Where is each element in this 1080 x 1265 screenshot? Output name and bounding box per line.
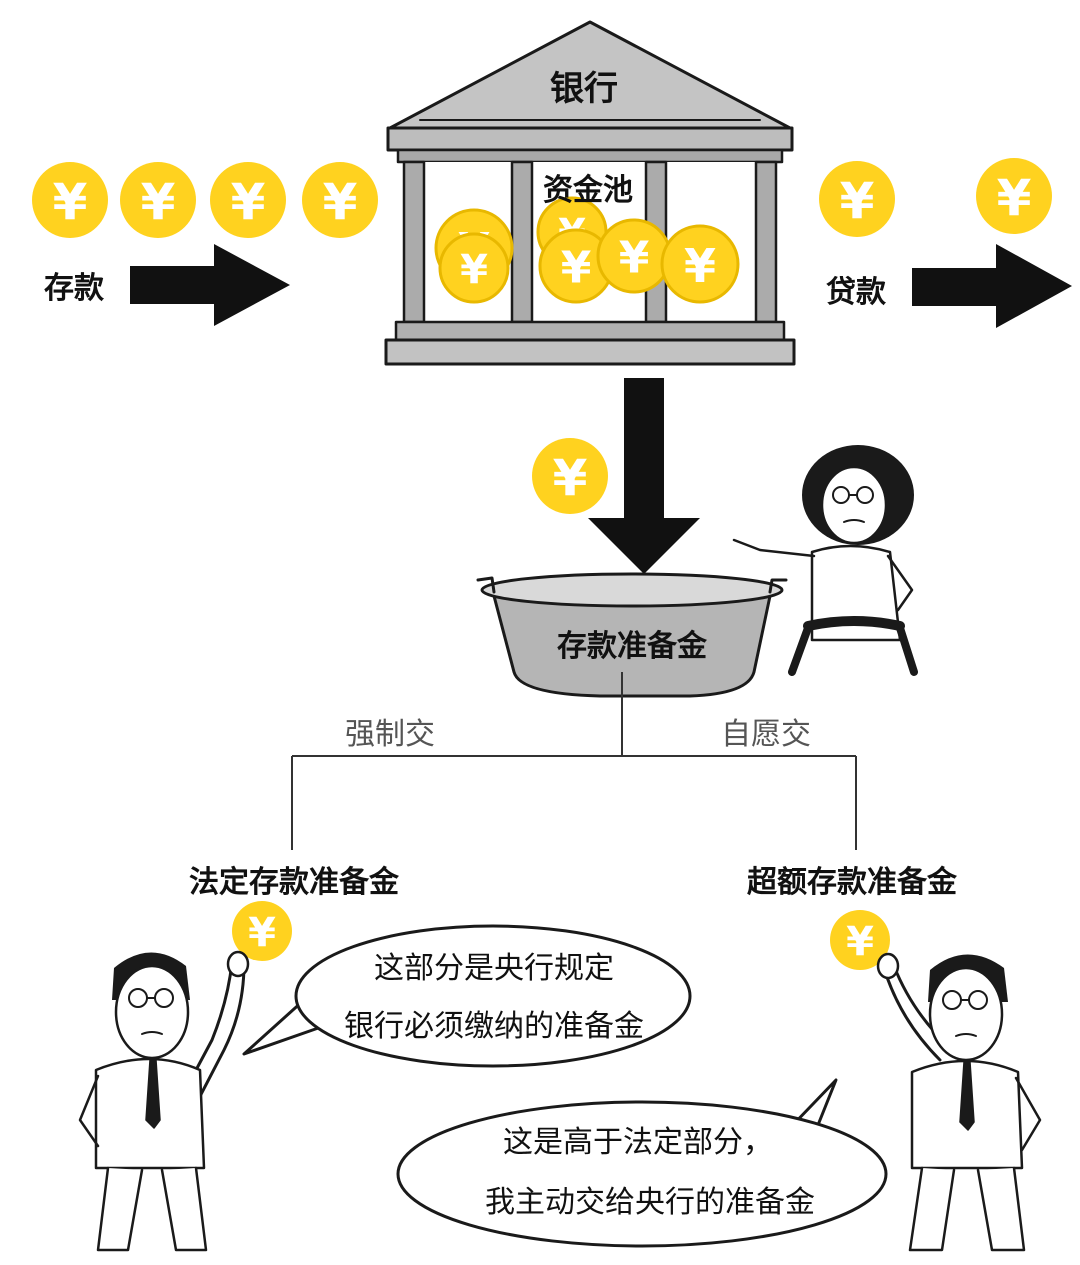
coin-icon: ¥ [532, 438, 608, 514]
excess-bubble-line2: 我主动交给央行的准备金 [485, 1185, 815, 1220]
pool-coins: ¥ ¥ ¥ ¥ ¥ ¥ [434, 196, 740, 304]
voluntary-branch-label: 自愿交 [721, 717, 811, 752]
coin-icon: ¥ [232, 901, 292, 961]
deposit-coins: ¥ ¥ ¥ ¥ [32, 162, 378, 238]
coin-icon: ¥ [596, 218, 672, 294]
excess-bubble-line1: 这是高于法定部分， [503, 1125, 773, 1160]
mandatory-branch-label: 强制交 [345, 717, 435, 752]
svg-text:¥: ¥ [248, 910, 276, 956]
statutory-bubble-line2: 银行必须缴纳的准备金 [344, 1009, 644, 1044]
coin-icon: ¥ [660, 224, 740, 304]
central-bank-official-figure [732, 445, 918, 676]
svg-text:¥: ¥ [553, 449, 588, 507]
svg-text:¥: ¥ [323, 173, 358, 231]
svg-text:¥: ¥ [840, 172, 875, 230]
loan-arrow-icon [912, 244, 1072, 328]
svg-text:¥: ¥ [846, 919, 874, 965]
loan-coins: ¥ ¥ [819, 158, 1052, 237]
down-arrow-icon [588, 378, 700, 574]
coin-icon: ¥ [976, 158, 1052, 234]
deposit-label: 存款 [44, 271, 105, 306]
loan-label: 贷款 [826, 275, 887, 310]
svg-text:¥: ¥ [684, 239, 716, 293]
svg-text:¥: ¥ [561, 243, 592, 294]
coin-icon: ¥ [120, 162, 196, 238]
coin-icon: ¥ [538, 228, 614, 304]
coin-icon: ¥ [438, 232, 510, 304]
excess-speech-bubble [396, 1078, 888, 1248]
coin-icon: ¥ [32, 162, 108, 238]
statutory-speech-bubble [242, 924, 692, 1068]
coin-icon: ¥ [302, 162, 378, 238]
reserve-label: 存款准备金 [557, 629, 708, 664]
statutory-bubble-line1: 这部分是央行规定 [374, 951, 614, 986]
deposit-arrow-icon [130, 244, 290, 326]
fund-pool-label: 资金池 [543, 173, 633, 208]
bank-title: 银行 [550, 69, 618, 109]
svg-text:¥: ¥ [460, 247, 488, 293]
excess-reserve-label: 超额存款准备金 [747, 865, 958, 900]
left-banker-figure [78, 950, 250, 1252]
statutory-reserve-label: 法定存款准备金 [189, 865, 400, 900]
coin-icon: ¥ [819, 161, 895, 237]
coin-icon: ¥ [830, 910, 890, 970]
branch-connector [291, 672, 857, 850]
right-banker-figure [876, 952, 1042, 1252]
svg-text:¥: ¥ [619, 233, 650, 284]
coin-icon: ¥ [210, 162, 286, 238]
svg-text:¥: ¥ [53, 173, 88, 231]
reserve-basin [476, 572, 788, 698]
svg-text:¥: ¥ [997, 169, 1032, 227]
svg-text:¥: ¥ [141, 173, 176, 231]
svg-text:¥: ¥ [231, 173, 266, 231]
